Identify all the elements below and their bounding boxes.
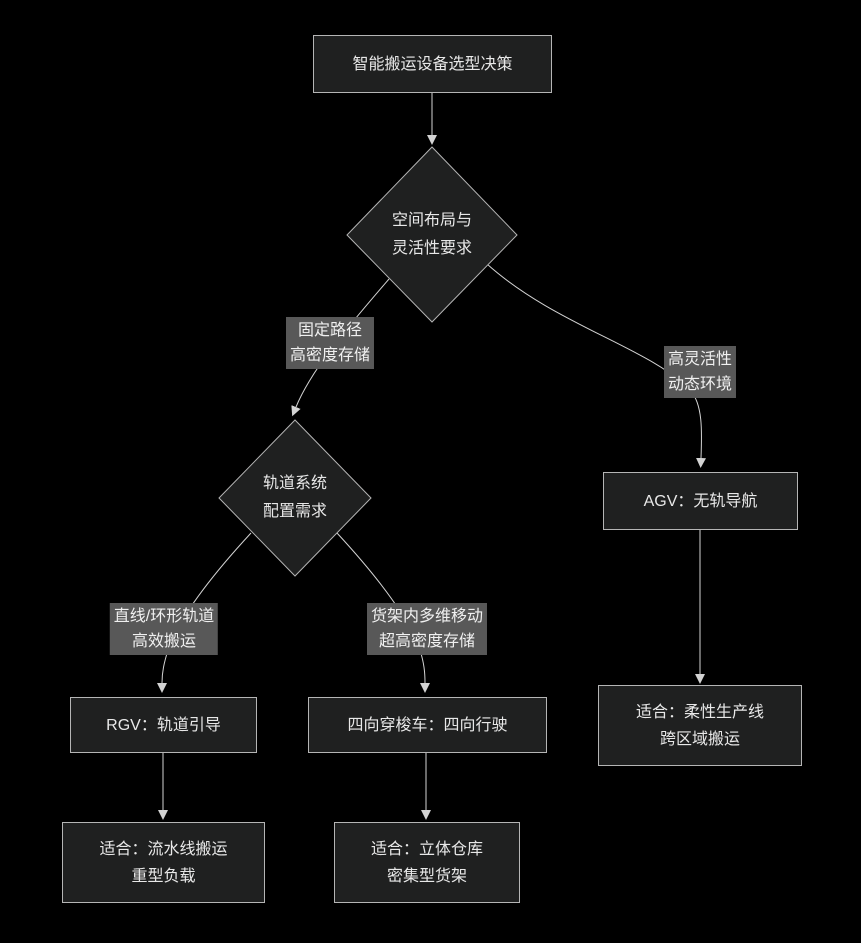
decision-diamond-layout <box>346 146 518 323</box>
node-root: 智能搬运设备选型决策 <box>313 35 552 93</box>
node-agv-result: 适合：柔性生产线 跨区域搬运 <box>598 685 802 766</box>
node-shuttle: 四向穿梭车：四向行驶 <box>308 697 547 753</box>
node-shuttle-result: 适合：立体仓库 密集型货架 <box>334 822 520 903</box>
edge-label-multi-dimensional: 货架内多维移动 超高密度存储 <box>366 603 488 655</box>
decision-diamond-track <box>218 419 372 577</box>
edge-label-linear-track: 直线/环形轨道 高效搬运 <box>109 603 219 655</box>
edge-label-fixed-path: 固定路径 高密度存储 <box>285 317 375 369</box>
node-agv: AGV：无轨导航 <box>603 472 798 530</box>
edge-label-high-flexibility: 高灵活性 动态环境 <box>663 346 737 398</box>
node-rgv: RGV：轨道引导 <box>70 697 257 753</box>
node-rgv-result: 适合：流水线搬运 重型负载 <box>62 822 265 903</box>
decision-track-label: 轨道系统 配置需求 <box>262 475 328 520</box>
decision-layout-label: 空间布局与 灵活性要求 <box>391 212 473 257</box>
